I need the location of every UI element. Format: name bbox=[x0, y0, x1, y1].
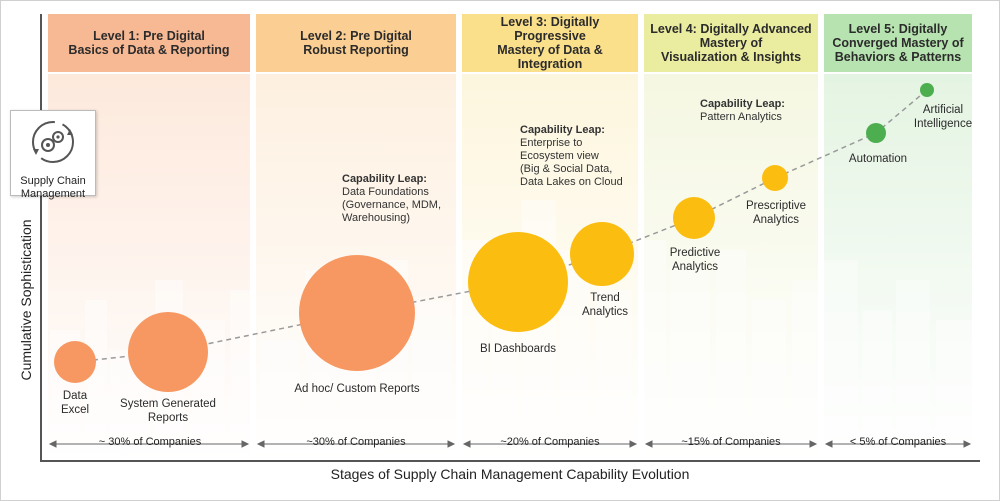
level-5-subtitle-2: Behaviors & Patterns bbox=[834, 50, 962, 64]
companies-share-level-5: < 5% of Companies bbox=[849, 436, 947, 448]
label-trend-analytics: Trend Analytics bbox=[581, 292, 629, 318]
label-artificial-intelligence: Artificial Intelligence bbox=[913, 104, 973, 130]
level-4-title: Level 4: Digitally Advanced bbox=[650, 22, 812, 36]
bubble-system-generated-reports bbox=[128, 312, 208, 392]
companies-share-level-1: ~ 30% of Companies bbox=[98, 436, 202, 448]
level-1-title: Level 1: Pre Digital bbox=[93, 29, 205, 43]
x-axis bbox=[40, 460, 980, 462]
x-axis-label: Stages of Supply Chain Management Capabi… bbox=[330, 466, 690, 482]
label-data-excel: Data Excel bbox=[60, 390, 90, 416]
bubble-automation bbox=[866, 123, 886, 143]
label-prescriptive-analytics: Prescriptive Analytics bbox=[745, 200, 807, 226]
label-system-generated-reports: System Generated Reports bbox=[120, 398, 216, 424]
level-2-subtitle: Robust Reporting bbox=[303, 43, 409, 57]
capability-leap-level-2: Capability Leap: Data Foundations (Gover… bbox=[342, 173, 442, 224]
bubble-artificial-intelligence bbox=[920, 83, 934, 97]
level-5-background bbox=[824, 74, 972, 461]
level-1-subtitle: Basics of Data & Reporting bbox=[68, 43, 230, 57]
supply-chain-management-icon-box: Supply Chain Management bbox=[10, 110, 96, 200]
bubble-bi-dashboards bbox=[468, 232, 568, 332]
bubble-trend-analytics bbox=[570, 222, 634, 286]
level-4-background bbox=[644, 74, 818, 461]
capability-leap-level-4: Capability Leap: Pattern Analytics bbox=[700, 98, 785, 123]
bubble-prescriptive-analytics bbox=[762, 165, 788, 191]
label-automation: Automation bbox=[848, 153, 908, 165]
level-3-title: Level 3: Digitally Progressive bbox=[500, 15, 600, 43]
level-3-subtitle: Mastery of Data & Integration bbox=[497, 43, 603, 71]
label-adhoc-custom-reports: Ad hoc/ Custom Reports bbox=[294, 383, 420, 395]
scm-label-line1: Supply Chain bbox=[20, 175, 86, 187]
bubble-adhoc-custom-reports bbox=[299, 255, 415, 371]
level-4-subtitle-2: Visualization & Insights bbox=[660, 50, 802, 64]
level-2-title: Level 2: Pre Digital bbox=[300, 29, 412, 43]
companies-share-level-4: ~15% of Companies bbox=[681, 436, 781, 448]
label-predictive-analytics: Predictive Analytics bbox=[669, 247, 721, 273]
company-share-arrows bbox=[48, 440, 972, 448]
trend-dashed-line bbox=[74, 89, 928, 363]
bubble-predictive-analytics bbox=[673, 197, 715, 239]
bubble-data-excel bbox=[54, 341, 96, 383]
level-5-title: Level 5: Digitally bbox=[848, 22, 948, 36]
gears-cycle-icon bbox=[32, 121, 74, 163]
y-axis bbox=[40, 14, 42, 462]
companies-share-level-2: ~30% of Companies bbox=[306, 436, 406, 448]
companies-share-level-3: ~20% of Companies bbox=[500, 436, 600, 448]
label-bi-dashboards: BI Dashboards bbox=[479, 343, 557, 355]
scm-label-line2: Management bbox=[20, 188, 86, 200]
level-4-subtitle: Mastery of bbox=[699, 36, 763, 50]
level-5-subtitle: Converged Mastery of bbox=[832, 36, 964, 50]
capability-leap-level-3: Capability Leap: Enterprise to Ecosystem… bbox=[520, 124, 623, 188]
